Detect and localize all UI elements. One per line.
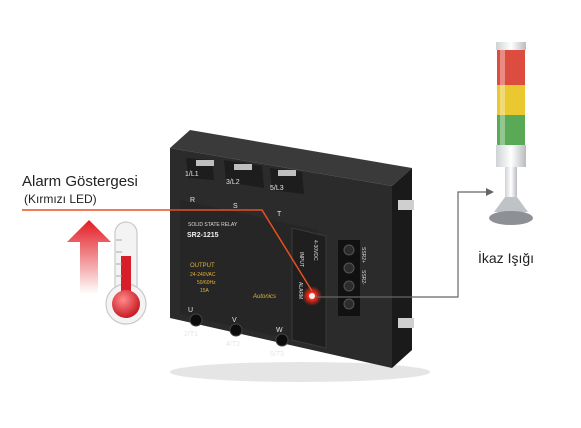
- alarm-label: ALARM: [297, 282, 303, 299]
- bottom-terminal-2: 2/T1: [184, 331, 198, 338]
- bottom-letter-u: U: [188, 307, 193, 314]
- signal-connection-line: [316, 191, 488, 298]
- brand-label: Autonics: [252, 294, 276, 300]
- output-voltage: 24-240VAC: [190, 272, 216, 278]
- input-label: INPUT: [298, 252, 304, 267]
- side-label-plus: SSR2+: [360, 247, 366, 263]
- alarm-indicator-subtitle: (Kırmızı LED): [24, 192, 97, 206]
- output-current: 15A: [200, 288, 210, 294]
- phase-r-label: R: [190, 197, 195, 204]
- output-freq: 50/60Hz: [197, 280, 216, 286]
- input-range: 4-30VDC: [312, 240, 318, 261]
- output-title: OUTPUT: [190, 263, 215, 269]
- up-arrow-icon: [67, 220, 111, 294]
- bottom-terminal-4: 4/T2: [226, 341, 240, 348]
- bottom-letter-v: V: [232, 317, 237, 324]
- warning-light-label: İkaz Işığı: [478, 250, 535, 266]
- terminal-5-label: 5/L3: [270, 185, 284, 192]
- phase-t-label: T: [277, 211, 282, 218]
- alarm-led: [302, 286, 322, 306]
- alarm-indicator-title: Alarm Göstergesi: [22, 173, 138, 190]
- terminal-1-label: 1/L1: [185, 171, 199, 178]
- relay-heading: SOLID STATE RELAY: [188, 222, 238, 228]
- side-label-minus: SSR2-: [360, 270, 366, 285]
- bottom-letter-w: W: [276, 327, 283, 334]
- relay-model: SR2-1215: [187, 232, 219, 239]
- thermometer-icon: [105, 221, 147, 325]
- signal-tower-icon: [489, 42, 533, 225]
- bottom-terminal-6: 6/T3: [270, 351, 284, 358]
- alarm-leader-line: [22, 209, 313, 292]
- solid-state-relay: 1/L1 3/L2 5/L3 R S T SOLID STATE RELAY S…: [170, 130, 414, 368]
- phase-s-label: S: [233, 203, 238, 210]
- terminal-3-label: 3/L2: [226, 179, 240, 186]
